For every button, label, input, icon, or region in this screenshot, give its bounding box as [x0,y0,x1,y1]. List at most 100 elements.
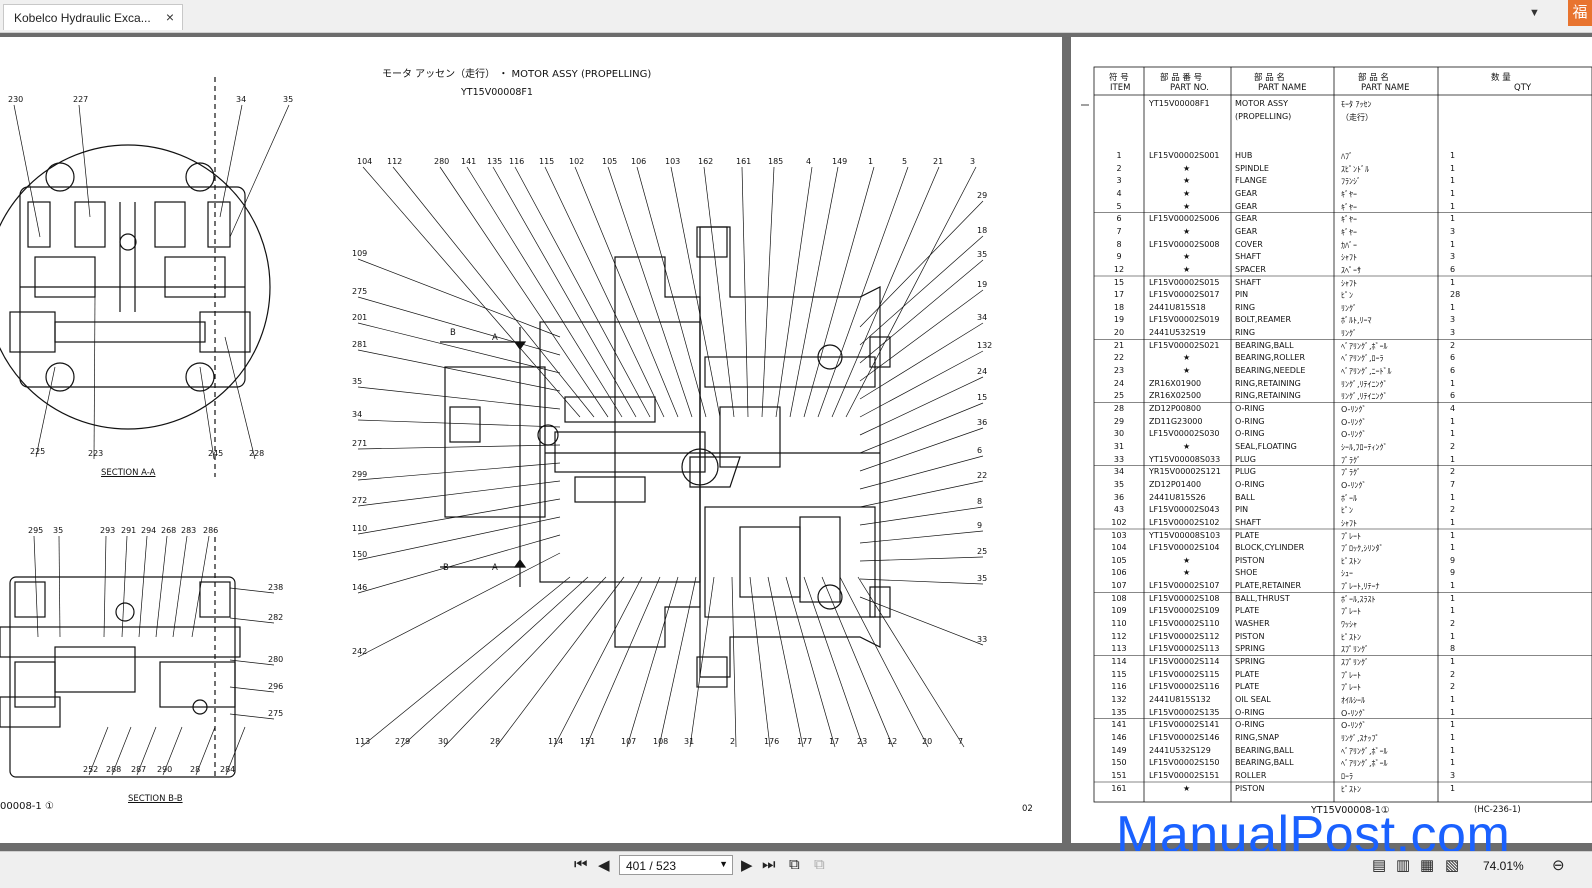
close-tab-icon[interactable]: × [165,9,174,25]
continuous-view-icon[interactable]: ▥ [1396,857,1411,874]
parts-footer-ref: YT15V00008-1① [1311,805,1390,816]
parts-cell-part: LF15V00002S102 [1149,517,1220,527]
leader-line [767,576,804,748]
callout-label: 22 [977,471,988,480]
callout-label: 25 [977,547,988,556]
callout-label: 280 [434,157,450,166]
leader-line [357,419,561,428]
single-page-view-icon[interactable]: ▤ [1372,857,1387,874]
callout-label: 223 [88,449,104,458]
leader-line [357,462,561,481]
parts-cell-qty: 1 [1450,214,1456,224]
leader-line [492,166,637,418]
leader-line [636,166,707,418]
leader-line [33,535,39,638]
leader-line [362,166,581,418]
page-number-input[interactable]: 401 / 523 ▼ [619,855,733,875]
parts-cell-qty: 4 [1450,404,1456,413]
parts-cell-part: ★ [1183,163,1191,173]
parts-cell-jp: ﾌﾟﾗｸﾞ [1341,468,1361,478]
parts-cell-item: 43 [1113,505,1125,515]
leader-line [859,506,984,526]
document-tab[interactable]: Kobelco Hydraulic Exca... × [3,4,183,30]
parts-cell-qty: 2 [1450,619,1456,629]
callout-label: 135 [487,157,503,166]
parts-cell-name: SPRING [1235,657,1266,666]
parts-cell-item: 110 [1111,619,1127,629]
continuous-facing-view-icon[interactable]: ▧ [1445,857,1460,874]
parts-cell-jp: ｽﾌﾟﾘﾝｸﾞ [1341,658,1369,667]
callout-label: 225 [30,447,46,456]
parts-cell-jp: ﾛｰﾗ [1341,771,1353,781]
parts-cell-qty: 6 [1450,391,1456,401]
parts-cell-jp: ﾋﾟﾝ [1341,506,1353,516]
first-page-icon[interactable]: ⏮ [574,856,588,873]
parts-cell-item: 149 [1111,745,1127,755]
parts-cell-part: 2441U532S129 [1149,745,1211,755]
parts-cell-name: GEAR [1235,188,1258,198]
page-dropdown-icon[interactable]: ▼ [719,859,728,869]
parts-cell-item: 107 [1111,581,1127,591]
callout-label: 104 [357,157,373,166]
go-forward-view-icon[interactable]: ⧉ [814,856,825,873]
parts-cell-part: ★ [1183,188,1191,198]
callout-label: 35 [53,526,64,535]
leader-line [229,587,275,594]
callout-label: 286 [203,526,219,535]
parts-cell-qty: 1 [1450,707,1456,717]
parts-cell-item: 33 [1113,454,1125,464]
leader-line [803,576,864,748]
parts-cell-jp: ｼｬﾌﾄ [1341,518,1357,528]
parts-cell-part: ★ [1183,366,1191,376]
callout-label: 23 [857,737,868,746]
parts-cell-part: 2441U815S18 [1149,302,1206,312]
leader-line [88,726,109,776]
parts-cell-part: ZD12P00800 [1149,404,1202,413]
parts-cell-item: 7 [1116,226,1122,236]
parts-cell-part: ★ [1183,353,1191,363]
facing-view-icon[interactable]: ▦ [1420,857,1435,874]
parts-cell-name: PLATE [1235,606,1260,616]
parts-cell-item: 28 [1113,404,1125,413]
parts-cell-jp: ﾍﾞｱﾘﾝｸﾞ,ﾆｰﾄﾞﾙ [1341,367,1392,377]
parts-cell-name: BEARING,BALL [1235,745,1294,755]
leader-line [626,576,679,748]
go-back-view-icon[interactable]: ⧉ [789,856,800,873]
parts-cell-qty: 3 [1450,315,1456,325]
previous-page-icon[interactable]: ◀ [598,857,610,874]
leader-line [495,576,625,748]
zoom-level[interactable]: 74.01% [1483,859,1524,873]
zoom-out-icon[interactable]: ⊖ [1552,857,1565,874]
assy-part-no: YT15V00008F1 [1149,99,1210,108]
parts-cell-qty: 1 [1450,151,1456,160]
next-page-icon[interactable]: ▶ [741,857,753,874]
callout-label: 106 [631,157,647,166]
leader-line [360,576,571,748]
corner-badge[interactable]: 福 [1568,0,1592,26]
callout-label: 15 [977,393,988,402]
parts-cell-qty: 2 [1450,340,1456,350]
last-page-icon[interactable]: ⏭ [762,856,776,873]
callout-label: 162 [698,157,714,166]
parts-cell-part: ZR16X01900 [1149,378,1202,388]
document-viewer[interactable]: モータ アッセン（走行） ・ MOTOR ASSY (PROPELLING) Y… [0,33,1592,851]
parts-cell-item: 31 [1113,441,1125,451]
parts-cell-part: LF15V00002S116 [1149,682,1220,692]
parts-cell-part: LF15V00002S150 [1149,758,1220,768]
callout-label: 293 [100,526,116,535]
parts-cell-item: 114 [1111,657,1127,666]
callout-label: 151 [580,737,596,746]
tab-list-dropdown-icon[interactable]: ▼ [1529,7,1540,19]
parts-cell-qty: 1 [1450,201,1456,211]
parts-cell-item: 161 [1111,783,1127,793]
callout-label: 24 [977,367,988,376]
parts-cell-name: PISTON [1235,631,1265,641]
parts-cell-name: GEAR [1235,226,1258,236]
parts-cell-name: SHAFT [1235,517,1261,527]
callout-label: 113 [355,737,371,746]
parts-cell-name: PLUG [1235,467,1256,477]
callout-label: 7 [958,737,964,746]
leader-line [859,578,984,585]
parts-cell-qty: 1 [1450,732,1456,742]
leader-line [357,480,561,507]
